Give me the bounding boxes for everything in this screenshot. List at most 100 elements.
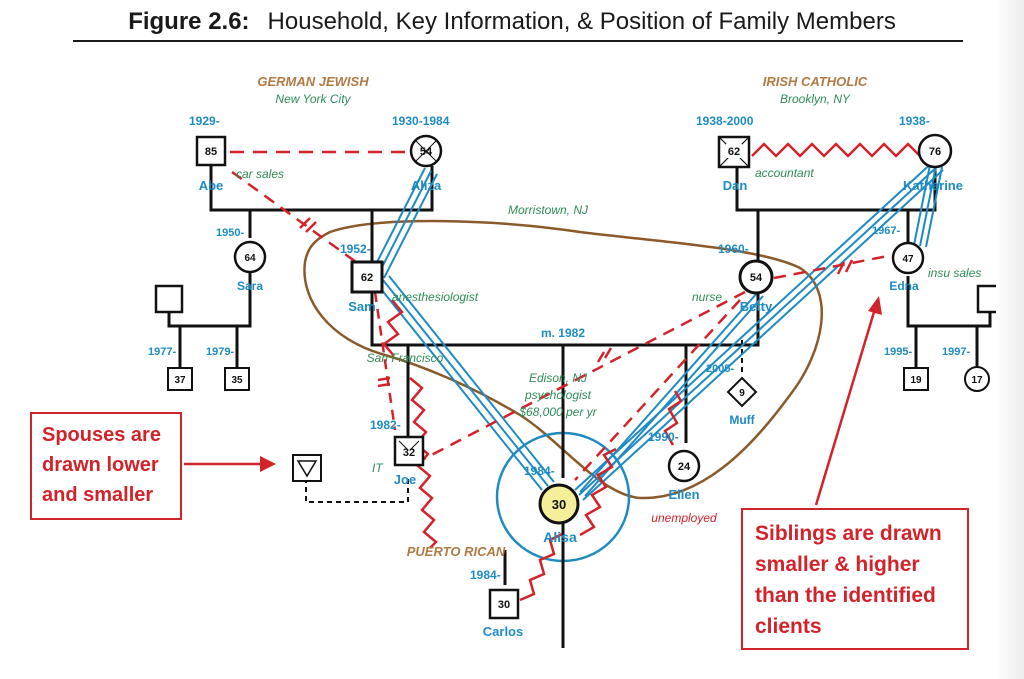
sam-male-symbol — [350, 260, 384, 294]
edna-female-symbol — [891, 241, 925, 275]
edna-years: 1967- — [872, 225, 900, 237]
siblings-callout-line3: than the identified — [755, 584, 936, 607]
place-morristown: Morristown, NJ — [508, 203, 589, 217]
dan-job: accountant — [755, 166, 814, 180]
sara-child2-age: 35 — [231, 375, 243, 386]
close-relationship-lines — [371, 159, 944, 501]
dan-age: 62 — [728, 146, 740, 158]
katherine-age: 76 — [929, 146, 941, 158]
abe-name: Abe — [199, 178, 224, 193]
origin-right-heritage: IRISH CATHOLIC — [763, 74, 868, 89]
katherine-years: 1938- — [899, 114, 930, 128]
dan-age-bg — [726, 144, 742, 158]
siblings-callout-arrow — [814, 296, 882, 506]
edna-child2-symbol — [964, 366, 990, 392]
sara-female-symbol — [233, 240, 267, 274]
edna-age: 47 — [902, 254, 914, 265]
joe-job: IT — [372, 461, 384, 475]
marriage-label: m. 1982 — [541, 326, 585, 340]
origin-right-place: Brooklyn, NY — [780, 92, 851, 106]
household-boundary-brown — [303, 219, 823, 500]
sara-child2-symbol — [224, 367, 250, 391]
carlos-name: Carlos — [483, 624, 523, 639]
betty-income: $68,000 per yr — [518, 405, 597, 419]
sara-spouse-symbol — [154, 284, 184, 314]
carlos-years: 1984- — [470, 568, 501, 582]
spouses-callout-line1: Spouses are — [42, 424, 161, 446]
figure-label: Figure 2.6: — [128, 8, 250, 35]
spouses-callout-arrow — [184, 456, 276, 472]
carlos-male-symbol — [488, 588, 520, 620]
spouses-callout: Spouses are drawn lower and smaller — [30, 412, 182, 520]
aliza-age: 54 — [420, 146, 433, 158]
betty-name: Betty — [740, 299, 773, 314]
spouses-callout-line2: drawn lower — [42, 454, 159, 476]
carlos-age: 30 — [498, 599, 510, 611]
joe-years: 1982- — [370, 418, 401, 432]
sara-age: 64 — [244, 253, 256, 264]
sara-years: 1950- — [216, 227, 244, 239]
sam-job: anesthesiologist — [392, 290, 479, 304]
family-structure-lines — [167, 166, 992, 648]
abe-years: 1929- — [189, 114, 220, 128]
joe-corner-marks — [398, 440, 420, 451]
sara-child2-years: 1979- — [206, 346, 234, 358]
edna-child1-age: 19 — [910, 375, 922, 386]
muff-pet-symbol — [726, 376, 758, 408]
ellen-years: 1990- — [648, 430, 679, 444]
ellen-job: unemployed — [651, 511, 717, 525]
place-san-francisco: San Francisco — [367, 351, 444, 365]
conflict-lines — [230, 142, 927, 602]
siblings-callout: Siblings are drawn smaller & higher than… — [741, 508, 969, 650]
katherine-name: Katherine — [903, 178, 963, 193]
betty-years: 1960- — [718, 242, 749, 256]
dan-years: 1938-2000 — [696, 114, 754, 128]
sara-child1-symbol — [167, 367, 193, 391]
ellen-age: 24 — [678, 461, 691, 473]
sara-child1-years: 1977- — [148, 346, 176, 358]
ellen-female-symbol — [667, 449, 701, 483]
aliza-deceased-mark — [415, 140, 437, 162]
betty-job2: psychologist — [524, 388, 592, 402]
joe-age: 32 — [403, 447, 415, 459]
spouses-callout-line3: and smaller — [42, 484, 154, 506]
sara-name: Sara — [237, 279, 263, 293]
sara-child1-age: 37 — [174, 375, 186, 386]
sam-years: 1952- — [340, 242, 371, 256]
alisa-client-symbol — [538, 483, 580, 525]
sam-name: Sam — [348, 299, 375, 314]
joe-spouse-triangle — [296, 460, 318, 478]
title-underline — [73, 40, 963, 42]
muff-years: 2005- — [706, 363, 734, 375]
abe-job: car sales — [236, 167, 284, 181]
betty-job: nurse — [692, 290, 722, 304]
joe-spouse-link — [305, 478, 409, 503]
muff-name: Muff — [729, 413, 755, 427]
edna-child2-years: 1997- — [942, 346, 970, 358]
edna-child1-symbol — [903, 367, 929, 391]
joe-name: Joe — [394, 472, 416, 487]
figure-title: Figure 2.6:Household, Key Information, &… — [0, 8, 1024, 36]
place-edison: Edison, NJ — [529, 371, 588, 385]
origin-bottom-heritage: PUERTO RICAN — [407, 544, 506, 559]
edna-child2-age: 17 — [971, 375, 983, 386]
betty-female-symbol — [738, 259, 774, 295]
origin-left-heritage: GERMAN JEWISH — [257, 74, 369, 89]
katherine-female-symbol — [917, 133, 953, 169]
page-edge-shadow — [996, 0, 1024, 679]
alisa-name: Alisa — [543, 529, 577, 545]
alisa-age: 30 — [552, 497, 566, 512]
sam-age: 62 — [361, 272, 373, 284]
abe-age: 85 — [205, 146, 217, 158]
alisa-years: 1984- — [524, 464, 555, 478]
abe-male-symbol — [195, 135, 227, 167]
betty-age: 54 — [750, 272, 763, 284]
edna-name: Edna — [889, 279, 919, 293]
siblings-callout-line2: smaller & higher — [755, 553, 920, 576]
edna-child1-years: 1995- — [884, 346, 912, 358]
ellen-name: Ellen — [668, 487, 699, 502]
edna-job: insu sales — [928, 266, 981, 280]
dan-name: Dan — [723, 178, 748, 193]
cutoff-marks — [299, 217, 854, 388]
